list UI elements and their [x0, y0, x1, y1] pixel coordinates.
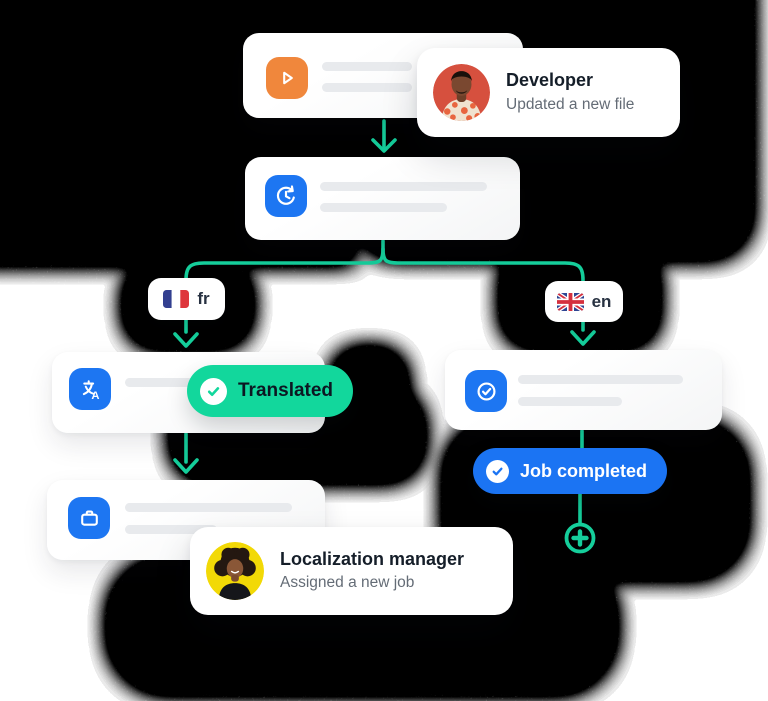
manager-avatar — [206, 542, 264, 600]
status-badge-label: Translated — [238, 380, 334, 401]
arrowhead-right — [570, 330, 596, 346]
history-sync-icon — [265, 175, 307, 217]
check-circle-icon — [465, 370, 507, 412]
placeholder-bar — [125, 525, 217, 534]
uk-flag-icon — [556, 292, 584, 311]
check-icon — [486, 459, 509, 483]
plus-icon — [571, 529, 589, 547]
manager-callout: Localization manager Assigned a new job — [190, 527, 513, 615]
arrowhead-sync — [371, 138, 397, 153]
placeholder-bar — [125, 378, 217, 387]
check-icon — [200, 377, 227, 405]
translate-icon: A — [69, 368, 111, 410]
manager-subtitle: Assigned a new job — [280, 574, 415, 592]
language-badge-fr[interactable]: fr — [148, 278, 225, 320]
play-icon — [266, 57, 308, 99]
arrowhead-left — [173, 332, 199, 348]
developer-subtitle: Updated a new file — [506, 95, 635, 113]
placeholder-bar — [518, 375, 683, 384]
manager-callout-text: Localization manager Assigned a new job — [280, 548, 464, 594]
shadow-blob-mid-center — [335, 352, 403, 467]
placeholder-bar — [322, 83, 412, 92]
briefcase-icon — [68, 497, 110, 539]
developer-title: Developer — [506, 70, 594, 91]
status-badge-label: Job completed — [520, 460, 648, 481]
manager-title: Localization manager — [280, 548, 465, 569]
node-card-review[interactable] — [445, 350, 722, 430]
connector-branch-right — [381, 247, 585, 332]
language-label: en — [591, 291, 612, 311]
language-badge-en[interactable]: en — [545, 281, 623, 322]
add-step-button[interactable] — [564, 522, 596, 554]
status-badge-translated: Translated — [187, 365, 354, 417]
placeholder-bar — [320, 182, 487, 191]
placeholder-bar — [322, 62, 412, 71]
placeholder-bar — [125, 503, 292, 512]
france-flag-icon — [163, 290, 190, 308]
status-badge-job-completed: Job completed — [473, 448, 668, 494]
placeholder-bar — [518, 397, 622, 406]
language-label: fr — [197, 289, 210, 308]
developer-avatar — [433, 64, 490, 121]
svg-text:A: A — [91, 390, 99, 402]
plus-circle — [564, 522, 596, 554]
developer-callout-text: Developer Updated a new file — [506, 69, 634, 115]
developer-callout: Developer Updated a new file — [417, 48, 680, 137]
placeholder-bar — [320, 203, 447, 212]
node-card-sync[interactable] — [245, 157, 520, 240]
arrowhead-job — [173, 458, 199, 474]
